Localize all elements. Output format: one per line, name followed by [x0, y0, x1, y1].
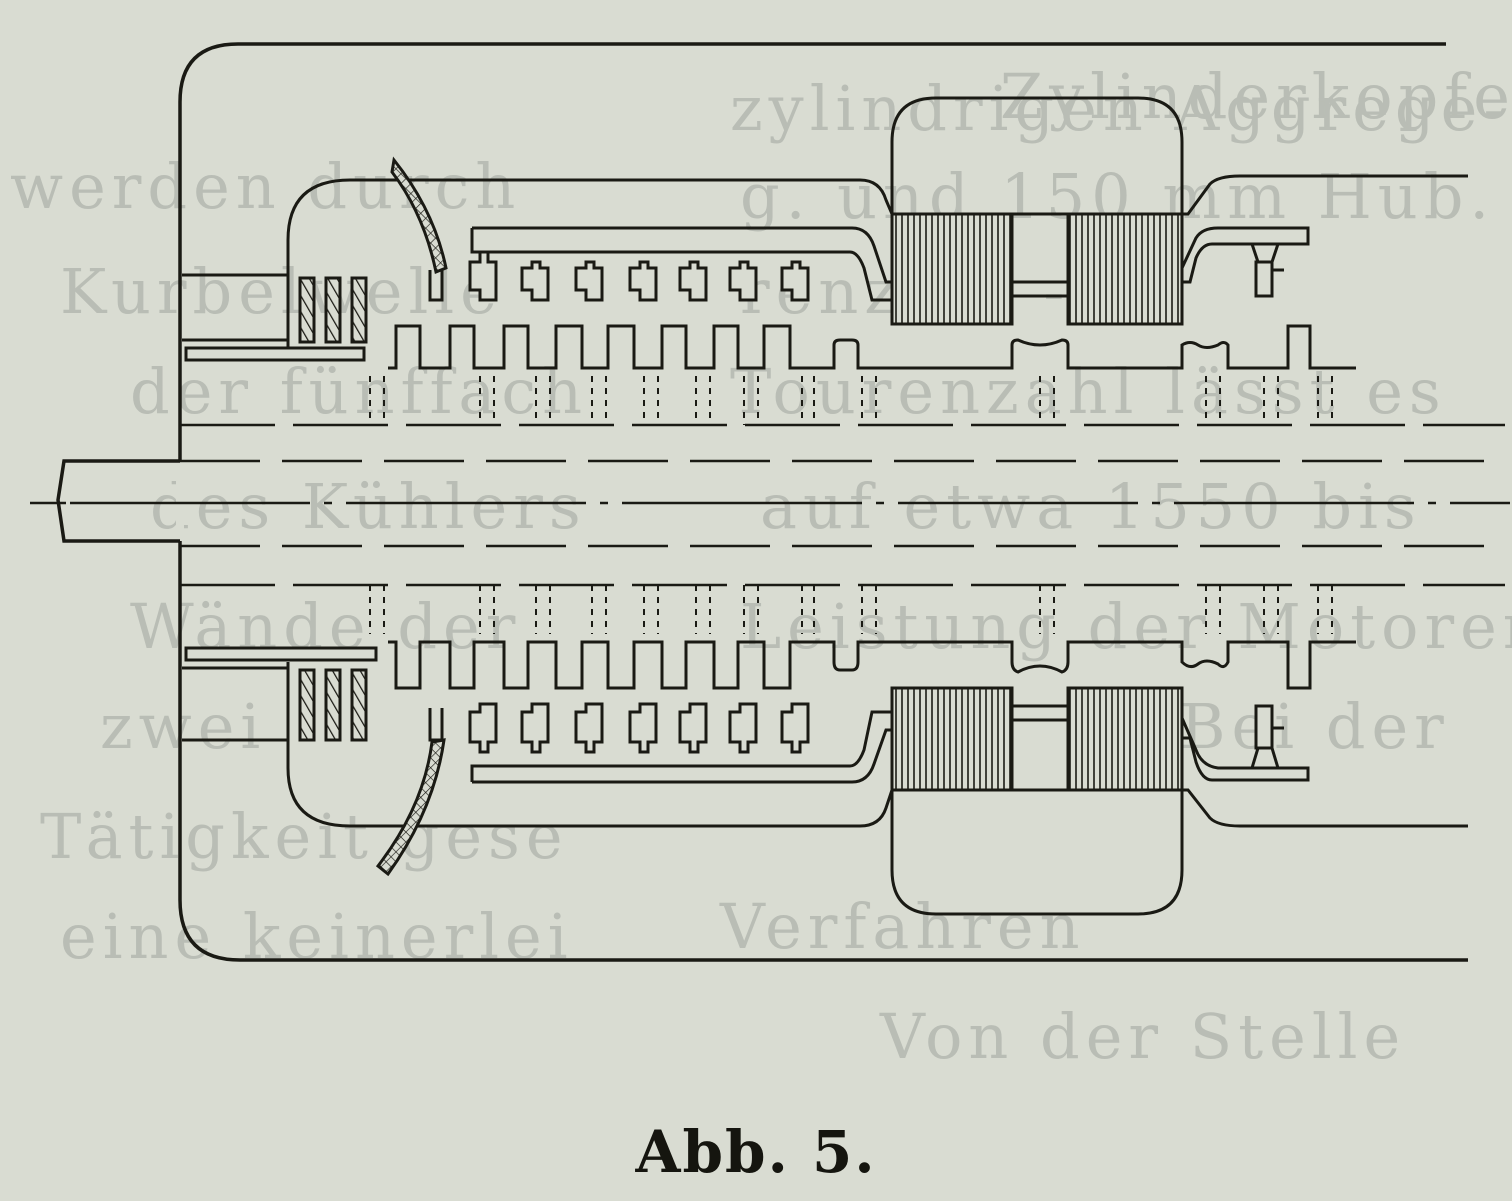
upper-half-rotor: [182, 96, 1468, 425]
figure-caption: Abb. 5.: [635, 1118, 877, 1186]
shaft-centerlines: [70, 423, 1510, 587]
lower-half-rotor: [182, 585, 1468, 916]
outer-casing: [30, 42, 1468, 962]
